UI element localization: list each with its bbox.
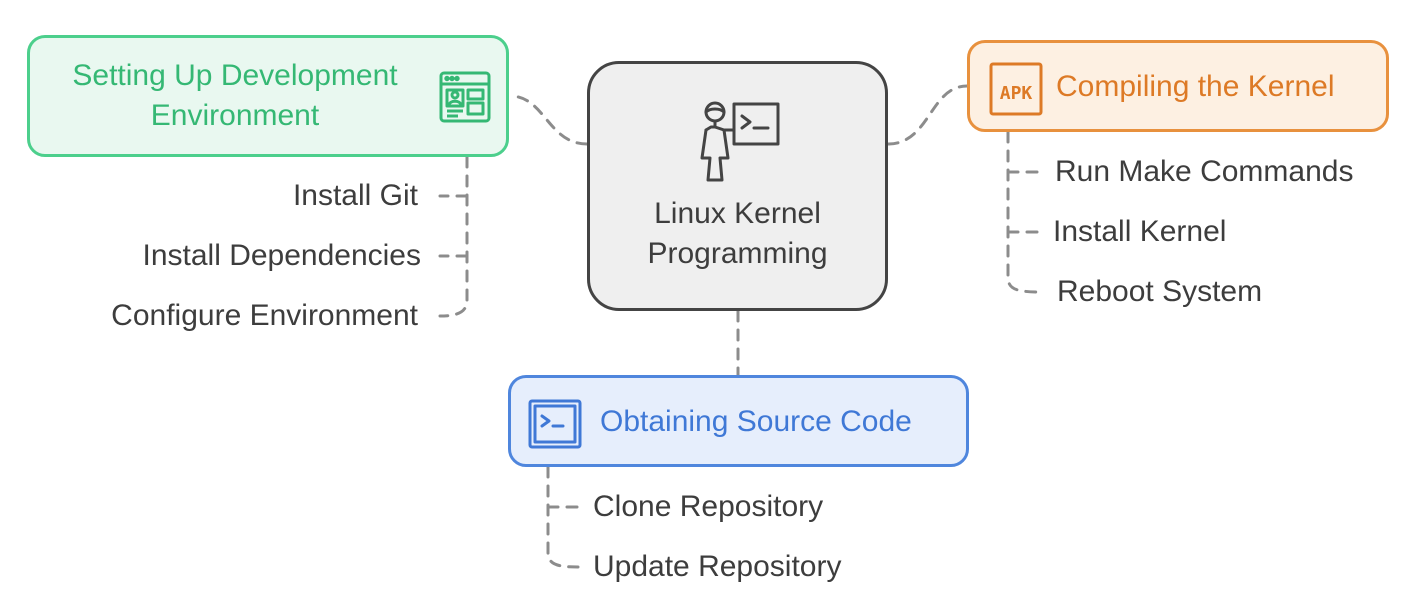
- presenter-terminal-icon: [700, 101, 780, 182]
- dashboard-layout-icon: [439, 71, 491, 123]
- topic-compile-title: Compiling the Kernel: [1056, 70, 1335, 103]
- leaf-install-kernel: Install Kernel: [1053, 215, 1227, 248]
- leaf-reboot-system: Reboot System: [1057, 275, 1263, 308]
- connector-center-setup: [508, 94, 589, 146]
- center-title-line2: Programming: [647, 237, 828, 270]
- topic-setup-title-line2: Environment: [150, 99, 320, 132]
- center-title: Linux Kernel Programming: [590, 194, 885, 274]
- topic-setup-title-line1: Setting Up Development: [72, 59, 398, 92]
- leaf-install-dependencies: Install Dependencies: [142, 239, 421, 272]
- leaf-configure-environment: Configure Environment: [111, 299, 418, 332]
- leaf-update-repository: Update Repository: [593, 550, 842, 583]
- terminal-icon: [528, 399, 582, 449]
- topic-setup-title: Setting Up Development Environment: [30, 56, 440, 136]
- connector-setup-trunk: [438, 155, 469, 318]
- center-title-line1: Linux Kernel: [654, 197, 821, 230]
- topic-compile-kernel: APK Compiling the Kernel: [967, 40, 1389, 132]
- connector-compile-trunk: [1006, 130, 1042, 294]
- center-node: Linux Kernel Programming: [587, 61, 888, 311]
- connector-source-trunk: [546, 465, 580, 569]
- leaf-clone-repository: Clone Repository: [593, 490, 824, 523]
- leaf-run-make-commands: Run Make Commands: [1055, 155, 1354, 188]
- topic-setup-environment: Setting Up Development Environment: [27, 35, 509, 157]
- connector-center-compile: [886, 84, 969, 146]
- apk-file-icon: APK: [989, 62, 1043, 116]
- leaf-install-git: Install Git: [292, 179, 418, 212]
- apk-icon-text: APK: [1000, 83, 1033, 104]
- topic-source-title: Obtaining Source Code: [600, 405, 912, 438]
- topic-obtain-source: Obtaining Source Code: [508, 375, 969, 467]
